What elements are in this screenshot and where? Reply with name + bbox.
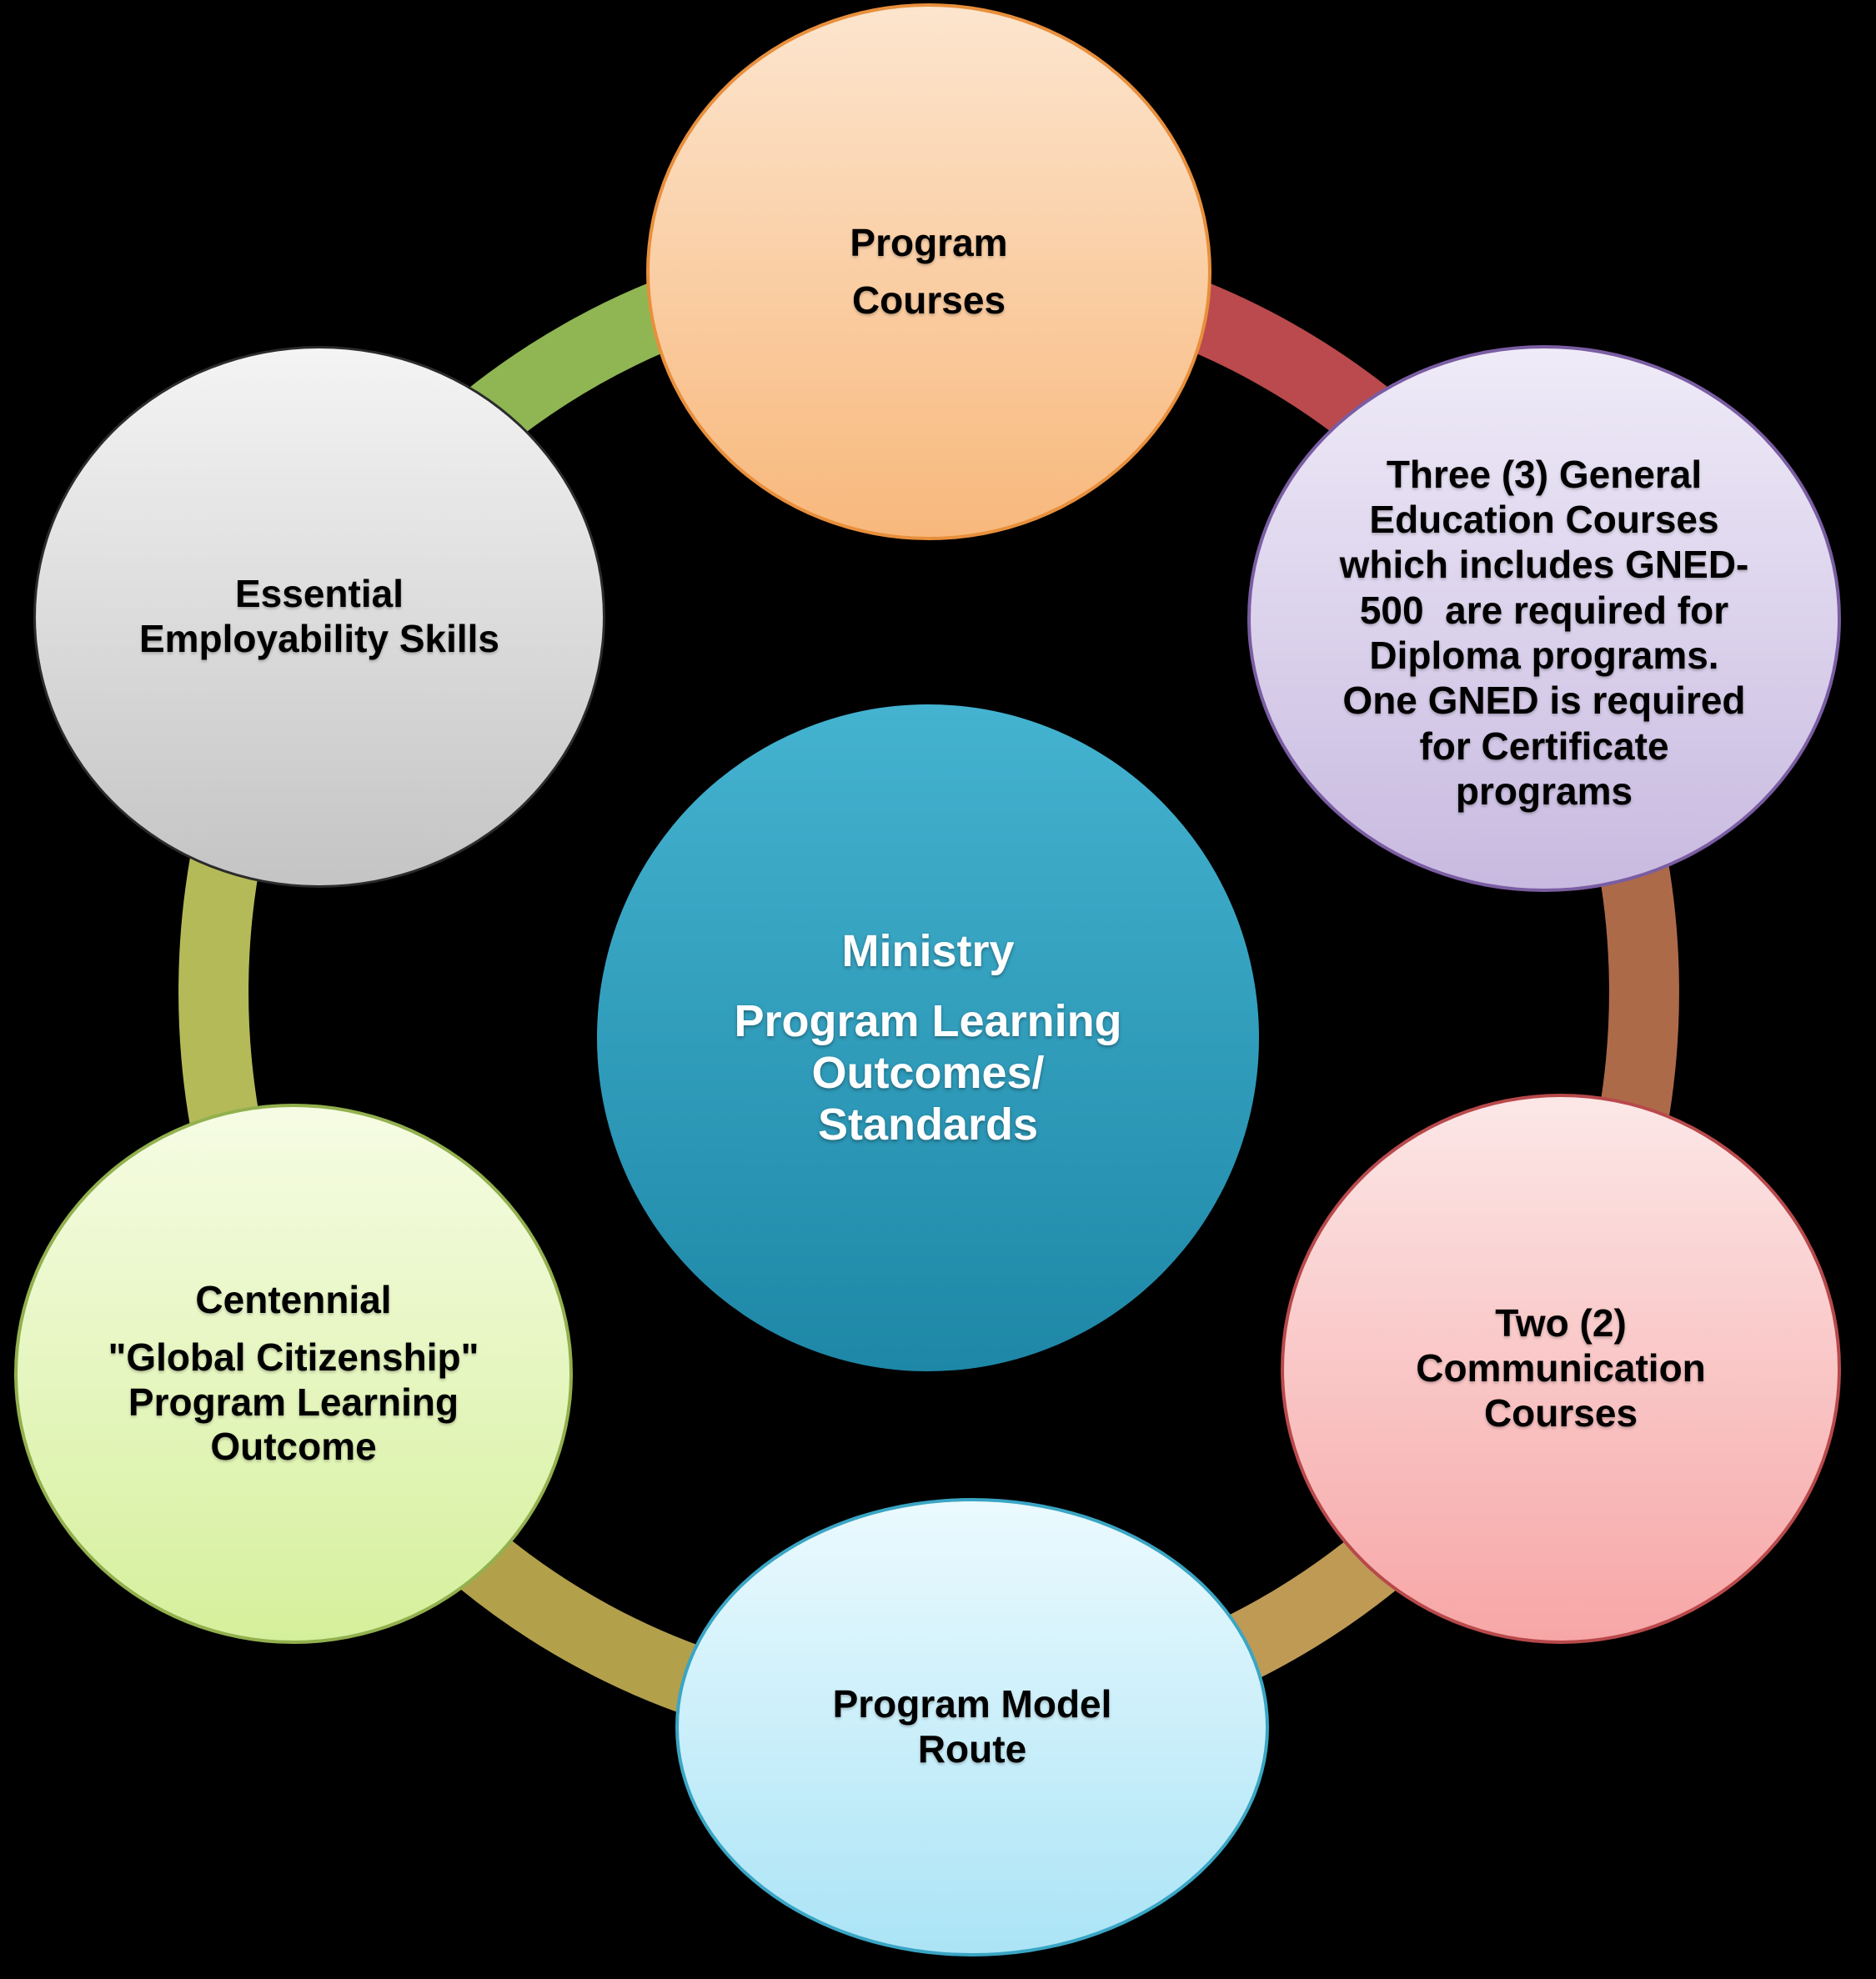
label-line: Route [917,1727,1027,1771]
label-line: Centennial [195,1277,392,1321]
label-line: Two (2) [1495,1301,1627,1345]
label-line: Program [850,220,1008,264]
label-line: Outcome [210,1425,377,1469]
label-line: "Global Citizenship" [108,1335,479,1379]
node-general-education-requirements: Three (3) General Education Courses whic… [1247,345,1841,892]
node-communication-courses: Two (2) Communication Courses [1281,1094,1841,1644]
label-line: Courses [851,278,1006,322]
label-line: which includes GNED- [1339,543,1749,587]
node-program-model-route: Program Model Route [675,1498,1269,1956]
node-ministry-program-learning-outcomes: Ministry Program Learning Outcomes/ Stan… [597,704,1259,1371]
label-line: Essential [234,572,404,616]
label-line: for Certificate [1419,724,1669,768]
node-global-citizenship-outcome-label: Centennial "Global Citizenship" Program … [108,1278,479,1470]
label-line: Program Learning [734,995,1122,1046]
label-line: Program Model [832,1682,1112,1726]
node-general-education-requirements-label: Three (3) General Education Courses whic… [1340,452,1749,814]
label-line: Three (3) General [1386,452,1703,496]
label-line: Ministry [841,925,1015,976]
node-essential-employability-skills-label: Essential Employability Skills [139,572,499,662]
label-line: programs [1455,769,1633,813]
node-essential-employability-skills: Essential Employability Skills [33,346,605,888]
label-line: One GNED is required [1342,679,1746,723]
node-program-model-route-label: Program Model Route [833,1682,1112,1772]
label-line: Education Courses [1369,498,1719,542]
label-line: Courses [1483,1390,1638,1435]
label-line: Employability Skills [138,617,500,660]
node-global-citizenship-outcome: Centennial "Global Citizenship" Program … [14,1104,573,1644]
label-line: Communication [1416,1346,1706,1390]
node-communication-courses-label: Two (2) Communication Courses [1416,1301,1706,1435]
node-ministry-program-learning-outcomes-label: Ministry Program Learning Outcomes/ Stan… [734,925,1121,1150]
label-line: Diploma programs. [1369,634,1719,677]
node-program-courses: Program Courses [646,3,1211,540]
node-program-courses-label: Program Courses [850,221,1007,323]
label-line: Program Learning [128,1380,459,1424]
label-line: 500 are required for [1359,588,1729,632]
label-line: Outcomes/ [811,1048,1045,1098]
label-line: Standards [817,1100,1039,1150]
